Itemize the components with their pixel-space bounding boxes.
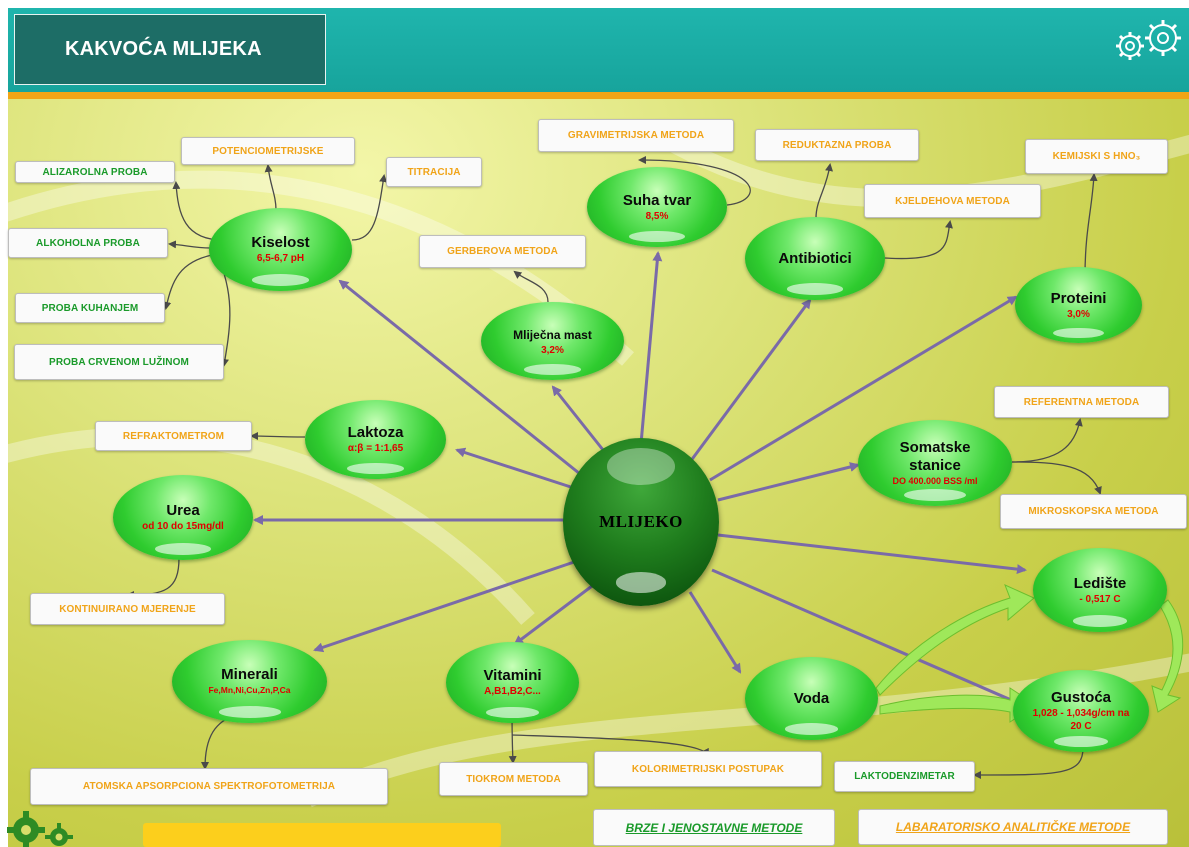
footer-accent-bar [143,823,501,847]
method-tiokrom[interactable]: TIOKROM METODA [439,762,588,796]
node-value: 6,5-6,7 pH [256,253,305,264]
node-value: 1,028 - 1,034g/cm na 20 C [1032,708,1130,732]
node-value: A,B1,B2,C... [484,686,541,697]
method-alizarolna-proba[interactable]: ALIZAROLNA PROBA [15,161,175,183]
node-value: Fe,Mn,Ni,Cu,Zn,P,Ca [208,685,291,695]
header-accent-line [8,92,1189,99]
method-reduktazna-proba[interactable]: REDUKTAZNA PROBA [755,129,919,161]
method-connectors [126,156,1102,779]
node-title: Somatske stanice [899,438,971,474]
node-value: 3,0% [1067,308,1090,320]
node-value: 3,2% [541,344,564,356]
method-referentna[interactable]: REFERENTNA METODA [994,386,1169,418]
method-kontinuirano-mjerenje[interactable]: KONTINUIRANO MJERENJE [30,593,225,625]
node-value: 8,5% [645,210,669,222]
node-antibiotici[interactable]: Antibiotici [745,217,885,300]
node-title: Ledište [1073,574,1127,592]
node-title: Laktoza [347,424,404,441]
node-kiselost[interactable]: Kiselost 6,5-6,7 pH [209,208,352,291]
node-title: Minerali [221,666,278,683]
method-alkoholna-proba[interactable]: ALKOHOLNA PROBA [8,228,168,258]
node-title: Urea [166,502,200,519]
method-kemijski[interactable]: KEMIJSKI S HNO₃ [1025,139,1168,174]
node-title: Suha tvar [622,191,692,209]
node-value: od 10 do 15mg/dl [142,521,224,532]
method-laktodenzimetar[interactable]: LAKTODENZIMETAR [834,761,975,792]
legend-lab-methods[interactable]: LABARATORISKO ANALITIČKE METODE [858,809,1168,845]
legend-fast-methods[interactable]: BRZE I JENOSTAVNE METODE [593,809,835,846]
method-proba-kuhanjem[interactable]: PROBA KUHANJEM [15,293,165,323]
gears-icon[interactable] [6,808,78,847]
node-value: - 0,517 C [1079,593,1121,605]
node-lediste[interactable]: Ledište - 0,517 C [1033,548,1167,632]
node-title: Voda [793,689,830,707]
method-mikroskopska[interactable]: MIKROSKOPSKA METODA [1000,494,1187,529]
node-laktoza[interactable]: Laktoza α:β = 1:1,65 [305,400,446,479]
method-refraktometrom[interactable]: REFRAKTOMETROM [95,421,252,451]
method-gravimetrijska[interactable]: GRAVIMETRIJSKA METODA [538,119,734,152]
center-label: MLIJEKO [599,512,683,531]
node-title: Kiselost [251,234,310,251]
node-proteini[interactable]: Proteini 3,0% [1015,267,1142,343]
node-title: Antibiotici [778,249,852,267]
center-node-mlijeko[interactable]: MLIJEKO [563,438,719,606]
gears-icon[interactable] [1108,16,1186,66]
page-title: KAKVOĆA MLIJEKA [14,14,326,85]
node-title: Gustoća [1050,689,1111,706]
method-kjeldehova[interactable]: KJELDEHOVA METODA [864,184,1041,218]
node-vitamini[interactable]: Vitamini A,B1,B2,C... [446,642,579,723]
method-proba-crvenom-luzinom[interactable]: PROBA CRVENOM LUŽINOM [14,344,224,380]
node-title: Mliječna mast [513,327,592,342]
node-voda[interactable]: Voda [745,657,878,740]
node-urea[interactable]: Urea od 10 do 15mg/dl [113,475,253,560]
node-gustoca[interactable]: Gustoća 1,028 - 1,034g/cm na 20 C [1013,670,1149,752]
node-somatske-stanice[interactable]: Somatske stanice DO 400.000 BSS /ml [858,420,1012,506]
node-value: α:β = 1:1,65 [347,443,404,454]
node-mlijecna-mast[interactable]: Mliječna mast 3,2% [481,302,624,380]
node-minerali[interactable]: Minerali Fe,Mn,Ni,Cu,Zn,P,Ca [172,640,327,723]
node-value: DO 400.000 BSS /ml [892,475,978,486]
method-kolorimetrijski[interactable]: KOLORIMETRIJSKI POSTUPAK [594,751,822,787]
method-atomska-apsorpciona[interactable]: ATOMSKA APSORPCIONA SPEKTROFOTOMETRIJA [30,768,388,805]
method-gerberova[interactable]: GERBEROVA METODA [419,235,586,268]
node-title: Vitamini [483,667,542,684]
method-potenciometrijske[interactable]: POTENCIOMETRIJSKE [181,137,355,165]
method-titracija[interactable]: TITRACIJA [386,157,482,187]
node-suha-tvar[interactable]: Suha tvar 8,5% [587,167,727,247]
node-title: Proteini [1050,289,1107,307]
